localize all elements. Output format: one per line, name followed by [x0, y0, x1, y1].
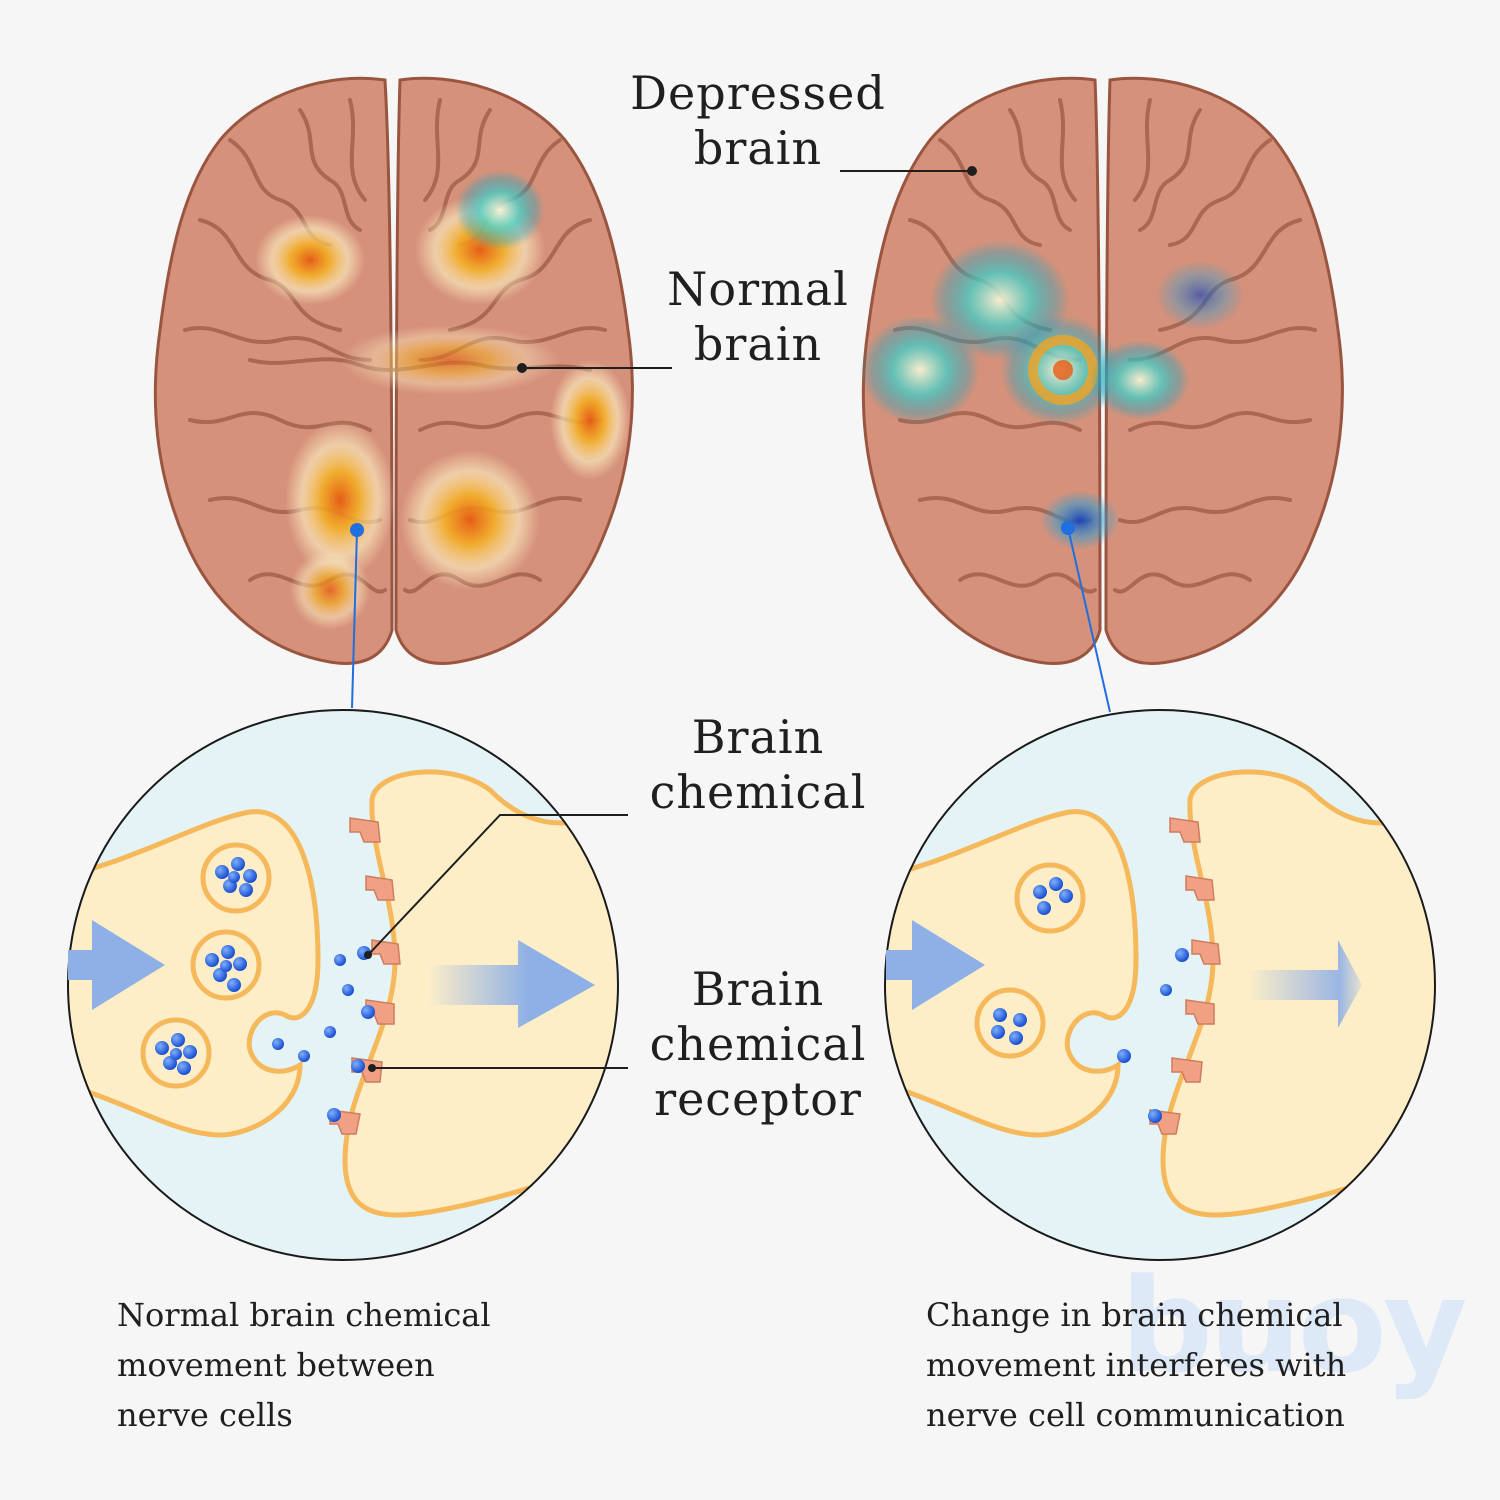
normal-synapse-zoom [40, 710, 700, 1260]
depressed-synapse-zoom [860, 710, 1500, 1260]
depressed-brain-label: Depressed brain [600, 66, 916, 176]
normal-brain-illustration [155, 78, 632, 708]
brain-chemical-label: Brain chemical [620, 710, 896, 820]
normal-brain-label: Normal brain [620, 262, 896, 372]
brain-chemical-dot [364, 951, 372, 959]
depressed-caption: Change in brain chemical movement interf… [926, 1290, 1346, 1440]
depressed-brain-dot [967, 166, 977, 176]
receptor-dot [368, 1064, 376, 1072]
brain-chemical-receptor-label: Brain chemical receptor [620, 962, 896, 1128]
normal-caption: Normal brain chemical movement between n… [117, 1290, 491, 1440]
normal-brain-dot [517, 363, 527, 373]
depressed-brain-illustration [860, 78, 1342, 712]
